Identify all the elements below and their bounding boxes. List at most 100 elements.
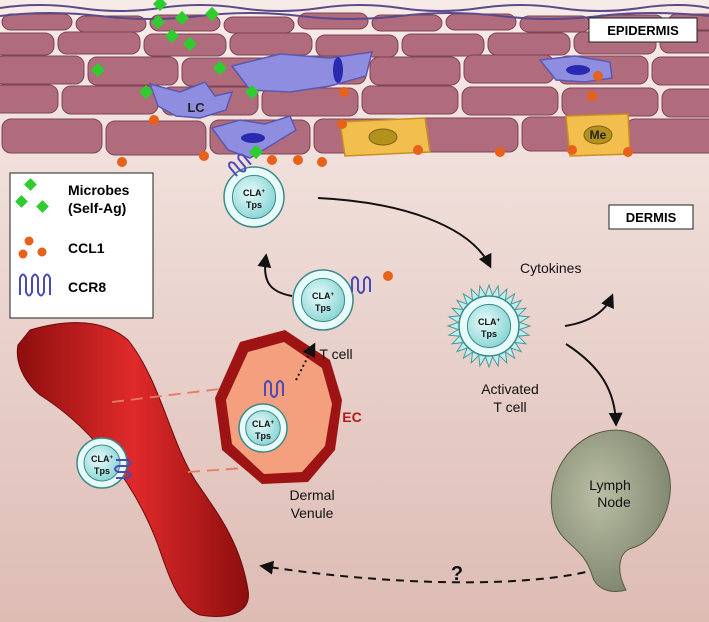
tcell-venule: CLA+ Tps [238, 403, 288, 453]
tcell-nucleus [300, 277, 346, 323]
cla-label: CLA+ [91, 454, 114, 464]
keratinocyte [361, 85, 459, 115]
legend: Microbes (Self-Ag) CCL1 CCR8 [9, 172, 154, 319]
node-label: Node [597, 494, 631, 510]
arrow-to-lymph [565, 343, 623, 427]
keratinocyte [661, 88, 709, 118]
keratinocyte [417, 117, 519, 153]
tps-label: Tps [246, 200, 262, 210]
lc-label: LC [187, 100, 205, 115]
keratinocyte [87, 56, 179, 86]
tcell-activated: CLA+ Tps [446, 283, 532, 369]
tps-label: Tps [315, 303, 331, 313]
keratinocyte [297, 12, 369, 30]
ccl1-dot [317, 157, 327, 167]
ccl1-dot [293, 155, 303, 165]
cla-superscript: + [261, 189, 265, 195]
ccr8-receptors-group [114, 153, 371, 479]
langerhans-cell-1 [148, 81, 234, 119]
cla-label: CLA+ [478, 317, 501, 327]
ccr8-receptor-icon [114, 459, 132, 479]
ccr8-receptor-icon [228, 153, 252, 177]
ccl1-dot [267, 155, 277, 165]
cla-label: CLA+ [252, 419, 275, 429]
tps-label: Tps [255, 431, 271, 441]
microbe-icon [248, 144, 264, 160]
activated-sublabel: T cell [493, 399, 526, 415]
legend-microbes-icon [15, 178, 49, 213]
ccl1-dot [117, 157, 127, 167]
tcell-dermis: CLA+ Tps [292, 269, 354, 331]
keratinocyte [0, 55, 85, 85]
lymph-node [550, 429, 671, 592]
tps-label: Tps [481, 329, 497, 339]
langerhans-cell-3 [210, 115, 297, 159]
keratinocyte [105, 120, 207, 156]
keratinocyte [625, 118, 709, 154]
cla-superscript: + [270, 420, 274, 426]
ccl1-dot [383, 271, 393, 281]
ccl1-dot [593, 71, 603, 81]
arrow-to-dermis [317, 197, 492, 269]
keratinocyte [487, 32, 571, 56]
cla-superscript: + [496, 318, 500, 324]
me-label: Me [590, 128, 607, 142]
keratinocyte [223, 16, 295, 34]
cla-superscript: + [109, 455, 113, 461]
dermal-label: Dermal [289, 487, 334, 503]
tcell-nucleus [231, 174, 277, 220]
legend-microbes-sublabel: (Self-Ag) [68, 200, 126, 216]
cla-superscript: + [330, 292, 334, 298]
legend-ccr8-icon [19, 273, 51, 297]
zoom-lines [111, 387, 301, 473]
ccl1-dot [149, 115, 159, 125]
keratinocyte [651, 56, 709, 86]
ccl1-dot [495, 147, 505, 157]
legend-ccl1-label: CCL1 [68, 240, 105, 256]
keratinocyte [0, 32, 55, 56]
melanocyte-2 [565, 113, 631, 157]
keratinocyte [369, 56, 461, 86]
keratinocyte [1, 13, 73, 31]
ccr8-receptor-icon [351, 276, 371, 294]
tcell-nucleus [245, 410, 281, 446]
epidermis-label: EPIDERMIS [607, 23, 679, 38]
lymph-label: Lymph [589, 477, 631, 493]
keratinocyte [1, 118, 103, 154]
tcell-epidermis: CLA+ Tps [223, 166, 285, 228]
legend-ccr8-label: CCR8 [68, 279, 106, 295]
cla-label: CLA+ [312, 291, 335, 301]
dermis-label-box: DERMIS [608, 204, 694, 230]
keratinocyte [229, 32, 313, 56]
ccl1-dot [567, 145, 577, 155]
langerhans-cell-2 [230, 51, 373, 93]
arrows [257, 197, 623, 584]
ccl1-dot [413, 145, 423, 155]
blood-vessel [16, 322, 249, 617]
tcell-nucleus [466, 303, 512, 349]
cla-label: CLA+ [243, 188, 266, 198]
arrow-to-cytokines [564, 293, 614, 327]
venule-label: Venule [291, 505, 334, 521]
activated-label: Activated [481, 381, 539, 397]
tps-label: Tps [94, 466, 110, 476]
cytokines-label: Cytokines [520, 260, 581, 276]
legend-ccl1-icon [18, 236, 47, 259]
ccl1-dot [623, 147, 633, 157]
keratinocyte [0, 84, 59, 114]
tcell-vessel: CLA+ Tps [76, 437, 128, 489]
melanocyte-1 [339, 117, 431, 157]
ec-label: EC [342, 409, 361, 425]
keratinocyte [401, 33, 485, 57]
ccl1-dot [339, 87, 349, 97]
question-label: ? [451, 563, 463, 585]
ccl1-dot [199, 151, 209, 161]
arrow-extravasation [295, 342, 316, 381]
keratinocyte [561, 87, 659, 117]
keratinocyte [57, 31, 141, 55]
stratum-corneum [0, 4, 709, 20]
ccl1-dot [587, 91, 597, 101]
